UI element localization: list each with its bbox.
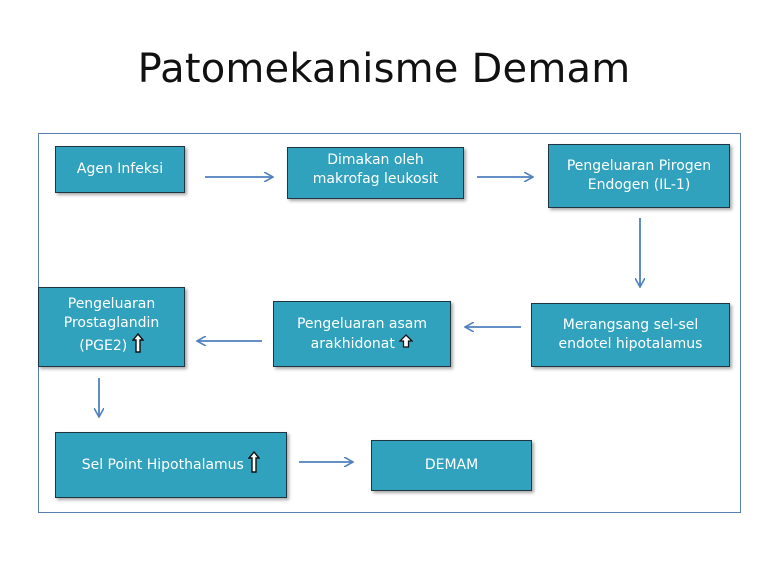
- node-asam-arakhidonat: Pengeluaran asam arakhidonat: [273, 301, 451, 367]
- node-label: arakhidonat: [310, 335, 395, 352]
- node-label: makrofag leukosit: [312, 171, 439, 187]
- node-prostaglandin: Pengeluaran Prostaglandin (PGE2): [38, 287, 185, 367]
- up-arrow-icon: [247, 450, 261, 479]
- node-label: Dimakan oleh: [327, 152, 424, 168]
- node-label: endotel hipotalamus: [558, 336, 703, 352]
- node-demam: DEMAM: [371, 440, 532, 491]
- node-sel-point: Sel Point Hipothalamus: [55, 432, 287, 498]
- node-label: Pengeluaran asam: [296, 315, 428, 332]
- node-label: (PGE2): [79, 338, 128, 354]
- node-label: Pengeluaran Pirogen: [566, 158, 712, 174]
- node-label: Merangsang sel-sel: [562, 317, 699, 333]
- node-label: Endogen (IL-1): [587, 177, 691, 193]
- up-arrow-icon: [131, 332, 145, 359]
- node-label: Pengeluaran: [67, 296, 156, 312]
- node-dimakan: Dimakan oleh makrofag leukosit: [287, 147, 464, 199]
- node-pirogen: Pengeluaran Pirogen Endogen (IL-1): [548, 144, 730, 208]
- node-label: Prostaglandin: [63, 315, 160, 331]
- node-label: Agen Infeksi: [76, 161, 164, 177]
- slide-title: Patomekanisme Demam: [137, 46, 631, 92]
- node-merangsang: Merangsang sel-sel endotel hipotalamus: [531, 303, 730, 367]
- node-label: DEMAM: [424, 457, 479, 473]
- node-agen-infeksi: Agen Infeksi: [55, 146, 185, 193]
- up-arrow-icon: [398, 333, 414, 354]
- node-label: Sel Point Hipothalamus: [81, 457, 244, 473]
